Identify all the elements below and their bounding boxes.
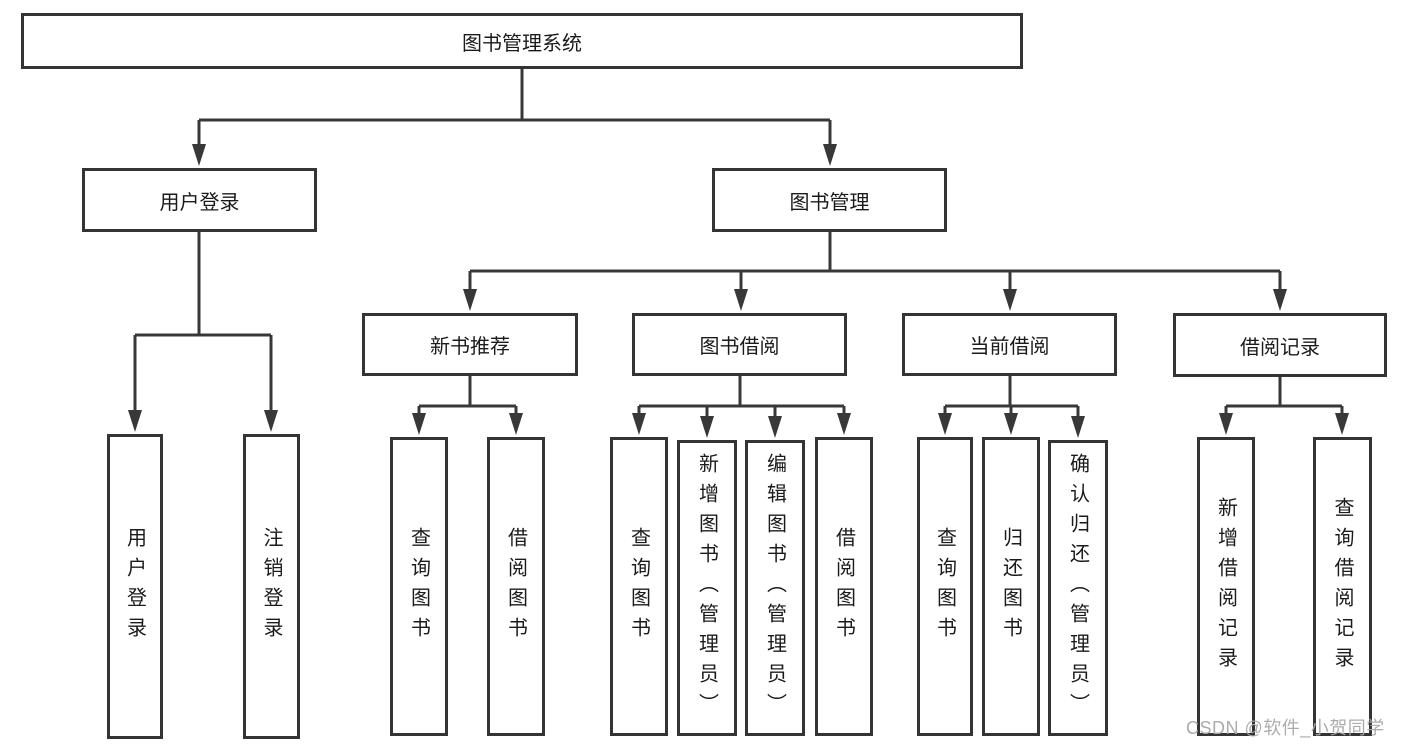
arrowhead-down-icon xyxy=(264,410,278,432)
arrowhead-down-icon xyxy=(192,144,206,166)
arrowhead-down-icon xyxy=(938,413,952,435)
node-leaf-borrow-books-borrow: 借阅图书 xyxy=(815,437,873,736)
node-leaf-query-books-recommend: 查询图书 xyxy=(390,437,448,736)
arrowhead-down-icon xyxy=(1071,416,1085,438)
arrowhead-down-icon xyxy=(1004,413,1018,435)
arrowhead-down-icon xyxy=(768,416,782,438)
node-leaf-query-books-current: 查询图书 xyxy=(917,437,973,736)
node-user-login: 用户登录 xyxy=(82,168,317,232)
arrowhead-down-icon xyxy=(823,144,837,166)
arrowhead-down-icon xyxy=(128,410,142,432)
connector-new-book-rec-subtree xyxy=(412,376,523,435)
node-new-book-recommend: 新书推荐 xyxy=(362,313,578,376)
node-leaf-query-books-borrow: 查询图书 xyxy=(610,437,668,736)
node-current-borrowing: 当前借阅 xyxy=(902,313,1117,376)
arrowhead-down-icon xyxy=(412,413,426,435)
node-leaf-logout: 注销登录 xyxy=(243,434,300,739)
arrowhead-down-icon xyxy=(463,289,477,311)
connector-borrow-records-subtree xyxy=(1219,376,1349,435)
arrowhead-down-icon xyxy=(734,289,748,311)
connector-book-borrow-subtree xyxy=(632,376,851,438)
node-book-management: 图书管理 xyxy=(712,168,947,232)
csdn-watermark: CSDN @软件_小贺同学 xyxy=(1186,718,1385,738)
node-leaf-add-borrow-record: 新增借阅记录 xyxy=(1197,437,1255,736)
node-leaf-borrow-books-recommend: 借阅图书 xyxy=(487,437,545,736)
arrowhead-down-icon xyxy=(1003,289,1017,311)
node-book-borrowing: 图书借阅 xyxy=(632,313,847,376)
arrowhead-down-icon xyxy=(700,416,714,438)
node-leaf-add-books-admin: 新增图书（管理员） xyxy=(677,440,737,736)
arrowhead-down-icon xyxy=(1273,289,1287,311)
node-leaf-return-books: 归还图书 xyxy=(982,437,1040,736)
connector-user-login-subtree xyxy=(128,232,278,432)
connector-root-to-level2 xyxy=(192,69,837,166)
node-leaf-edit-books-admin: 编辑图书（管理员） xyxy=(745,440,805,736)
arrowhead-down-icon xyxy=(509,413,523,435)
node-leaf-user-login: 用户登录 xyxy=(107,434,163,739)
arrowhead-down-icon xyxy=(632,413,646,435)
connector-book-mgmt-to-level3 xyxy=(463,232,1287,311)
arrowhead-down-icon xyxy=(1335,413,1349,435)
node-root-system: 图书管理系统 xyxy=(21,13,1023,69)
node-borrowing-records: 借阅记录 xyxy=(1173,313,1387,377)
node-leaf-confirm-return-admin: 确认归还（管理员） xyxy=(1048,440,1108,736)
connector-current-borrow-subtree xyxy=(938,376,1085,438)
arrowhead-down-icon xyxy=(837,413,851,435)
arrowhead-down-icon xyxy=(1219,413,1233,435)
node-leaf-query-borrow-record: 查询借阅记录 xyxy=(1313,437,1372,736)
